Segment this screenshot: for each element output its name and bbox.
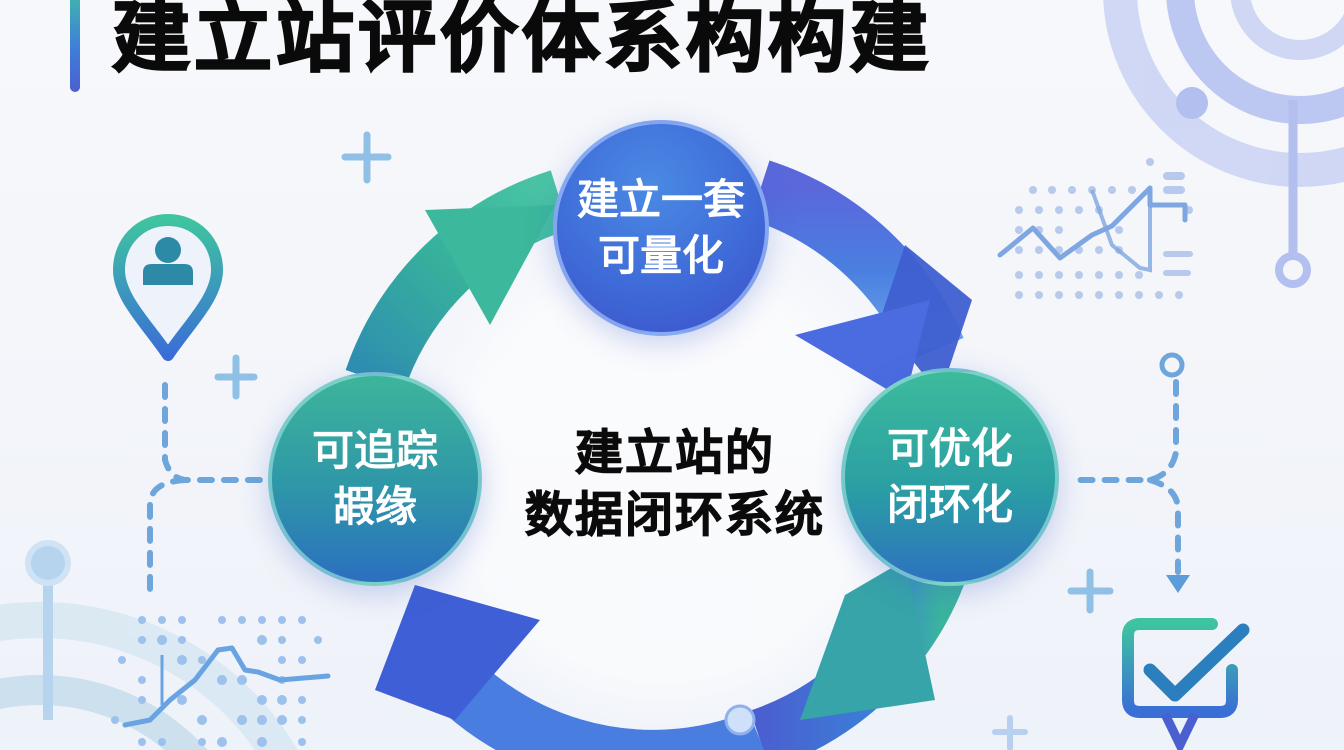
center-label-line1: 建立站的 — [574, 425, 775, 482]
plus-icon — [341, 131, 392, 184]
arrow-down-left-icon — [800, 560, 935, 720]
arrow-up-left-icon — [375, 585, 540, 720]
dashed-connector-icon — [1075, 379, 1181, 575]
center-label-line2: 数据闭环系统 — [524, 487, 825, 544]
plus-icon — [992, 715, 1028, 750]
page-title: 建立站评价体系构构建 — [111, 0, 933, 84]
cycle-node-optimizable: 可优化 闭环化 — [841, 368, 1059, 586]
arrow-down-icon — [1166, 575, 1190, 593]
line-chart-icon — [997, 185, 1188, 261]
checkbox-check-icon — [1122, 618, 1250, 750]
location-person-pin-icon — [113, 214, 223, 361]
node-label-line2: 可量化 — [597, 231, 724, 280]
cycle-ring — [345, 160, 972, 750]
line-chart-icon — [122, 645, 331, 728]
dot-grid — [1015, 158, 1193, 299]
dashed-connector-icon — [147, 382, 265, 593]
node-label-line1: 可追踪 — [311, 426, 438, 475]
node-label-line2: 闭环化 — [886, 480, 1013, 529]
node-label-line1: 建立一套 — [576, 175, 745, 224]
cycle-node-traceable: 可追踪 嘏缘 — [268, 372, 482, 586]
plus-icon — [214, 354, 258, 400]
cycle-center-label: 建立站的 数据闭环系统 — [485, 422, 865, 546]
node-label-line1: 可优化 — [886, 424, 1013, 473]
radar-circle-icon — [1103, 0, 1344, 288]
arrow-right-down-icon — [880, 245, 972, 395]
radar-circle-icon — [0, 540, 298, 750]
cycle-node-quantifiable: 建立一套 可量化 — [553, 120, 769, 336]
dot-grid — [111, 616, 322, 747]
arrow-up-right-icon — [425, 205, 555, 325]
node-endpoint — [1159, 352, 1185, 378]
plus-icon — [1067, 568, 1114, 614]
title-accent-bar — [70, 0, 80, 92]
node-label-line2: 嘏缘 — [332, 482, 417, 531]
